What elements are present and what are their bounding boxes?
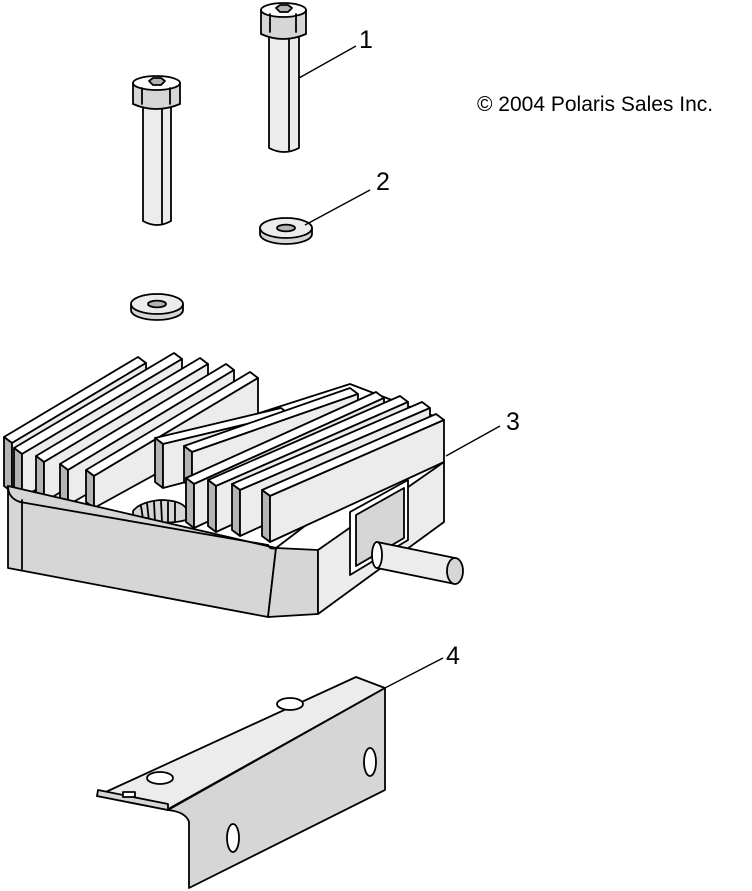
leader-lines	[299, 46, 500, 690]
washer-rear[interactable]	[260, 218, 312, 244]
terminal-stud	[350, 480, 463, 584]
voltage-regulator[interactable]	[4, 353, 463, 617]
callout-2: 2	[376, 168, 390, 196]
callout-1: 1	[359, 26, 373, 54]
screw-rear[interactable]	[261, 3, 306, 152]
washer-front[interactable]	[131, 294, 183, 320]
copyright-notice: © 2004 Polaris Sales Inc.	[477, 93, 713, 116]
cooling-fins	[4, 353, 444, 542]
wire-connector	[133, 500, 186, 523]
callout-4: 4	[446, 642, 460, 670]
screw-front[interactable]	[133, 76, 180, 225]
mounting-bracket[interactable]	[97, 677, 385, 888]
callout-3: 3	[506, 408, 520, 436]
